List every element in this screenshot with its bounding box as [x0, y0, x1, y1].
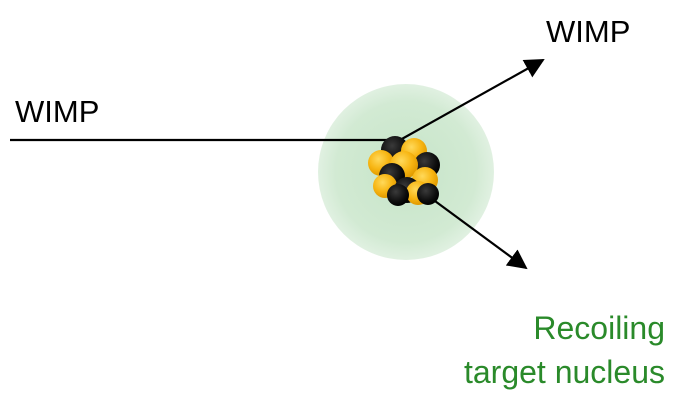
recoil-label-line1: Recoiling: [533, 310, 665, 346]
nucleus-icon: [368, 136, 440, 206]
outgoing-wimp-track: [399, 59, 545, 141]
recoil-label-line2: target nucleus: [463, 354, 665, 390]
recoil-nucleus-label: Recoiling target nucleus: [464, 306, 665, 394]
incoming-wimp-label: WIMP: [15, 94, 100, 129]
recoil-nucleus-track: [419, 189, 528, 270]
outgoing-wimp-label: WIMP: [546, 14, 631, 49]
